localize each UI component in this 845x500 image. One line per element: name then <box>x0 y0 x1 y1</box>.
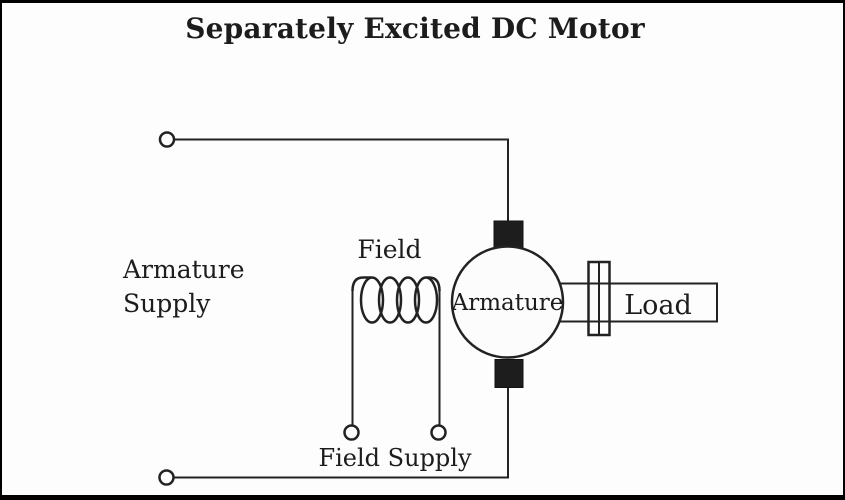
armature-top-brush <box>493 220 524 249</box>
field-coil-loop-2 <box>377 276 403 324</box>
field-coil <box>351 276 441 426</box>
load-label: Load <box>624 290 692 321</box>
field-coil-loop-4 <box>413 276 439 324</box>
armature-circle <box>450 245 565 359</box>
field-supply-right-terminal <box>430 424 447 441</box>
armature-supply-bottom-wire <box>174 387 509 479</box>
shaft-coupling <box>587 260 611 337</box>
diagram-title: Separately Excited DC Motor <box>185 12 645 45</box>
field-coil-left-arc <box>351 276 371 292</box>
armature-bottom-brush <box>494 359 524 388</box>
armature-supply-bottom-terminal <box>158 469 175 486</box>
armature-supply-label: Armature Supply <box>123 255 245 318</box>
field-coil-loop-3 <box>395 276 421 324</box>
field-supply-label: Field Supply <box>318 444 472 472</box>
field-label: Field <box>357 235 422 264</box>
armature-supply-top-terminal <box>158 131 176 148</box>
armature-supply-top-wire <box>174 138 509 222</box>
armature-label: Armature <box>451 290 564 316</box>
field-coil-loop-1 <box>359 276 385 324</box>
field-supply-left-terminal <box>343 424 360 441</box>
